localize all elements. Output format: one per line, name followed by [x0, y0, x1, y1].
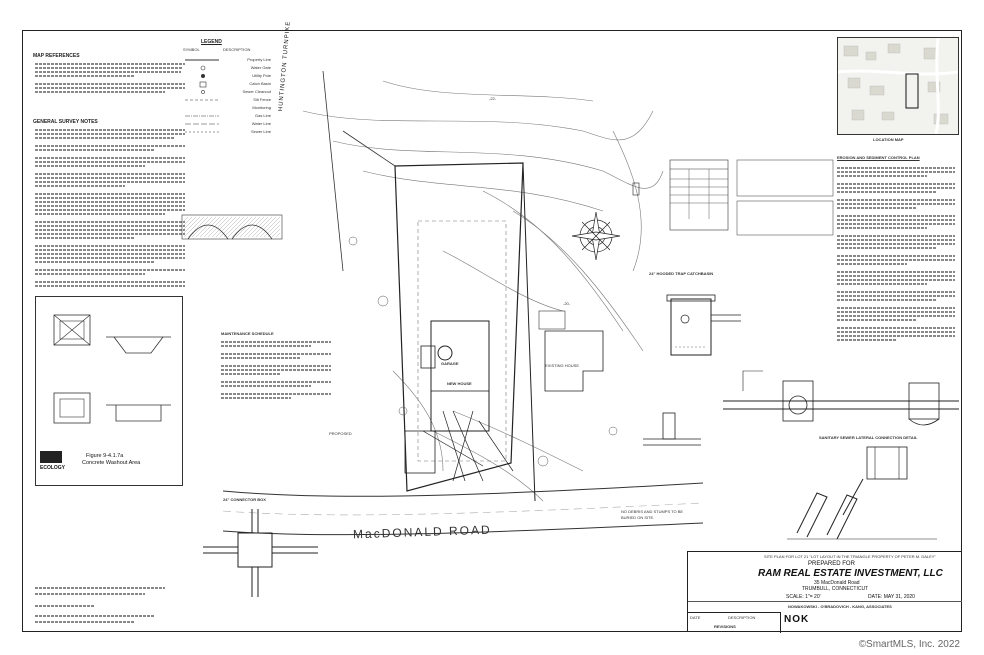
site-plan-sheet: MAP REFERENCES GENERAL SURVEY NOTES: [22, 21, 962, 633]
firm-name: NOWAKOWSKI - O'BRADOVICH - KANG, ASSOCIA…: [788, 604, 892, 609]
revisions-date-col: DATE: [690, 615, 701, 620]
trench-detail: [181, 214, 283, 240]
debris-note-line2: BURIED ON SITE.: [621, 515, 655, 520]
legend-item: Sewer Line: [250, 129, 271, 134]
connector-box-label: 24" CONNECTOR BOX: [223, 497, 266, 502]
debris-note-line1: NO DEBRIS AND STUMPS TO BE: [621, 509, 684, 514]
concrete-washout-figure: ECOLOGY Figure 9-4.1.7a Concrete Washout…: [35, 296, 183, 486]
site-address: 35 MacDonald Road: [814, 580, 860, 586]
erosion-heading: EROSION AND SEDIMENT CONTROL PLAN: [837, 155, 920, 160]
legend-item: Water Gate: [250, 65, 271, 70]
title-block: SITE PLAN FOR LOT 21 "LOT LAYOUT IN THE …: [687, 551, 962, 633]
soil-test-tables: [669, 159, 834, 236]
legend-col-symbol: SYMBOL: [183, 47, 200, 52]
location-map: [837, 37, 959, 135]
copyright-footer: ©SmartMLS, Inc. 2022: [858, 639, 960, 650]
revisions-table: DATE DESCRIPTION REVISIONS: [688, 612, 781, 633]
legend-item: Silt Fence: [253, 97, 271, 102]
connector-box-detail: [203, 509, 318, 597]
catch-basin-detail: [666, 294, 741, 356]
parcel-22-label: -22-: [489, 96, 497, 101]
legend-list: Property Line Water Gate Utility Pole Ca…: [183, 57, 271, 137]
legend-item: Monitoring: [252, 105, 271, 110]
revisions-description-col: DESCRIPTION: [728, 615, 756, 620]
ecology-logo: ECOLOGY: [40, 465, 66, 471]
sewer-lateral-detail: [723, 370, 959, 426]
legend-heading: LEGEND: [201, 39, 222, 45]
site-town: TRUMBULL, CONNECTICUT: [802, 586, 869, 592]
sewer-cleanout-detail: [643, 412, 701, 446]
site-plan-drawing: [222, 71, 703, 536]
figure-caption-2: Concrete Washout Area: [82, 460, 141, 466]
sewer-detail-label: SANITARY SEWER LATERAL CONNECTION DETAIL: [819, 435, 918, 440]
figure-caption-1: Figure 9-4.1.7a: [86, 453, 124, 459]
nok-logo: NOK: [784, 614, 810, 625]
legend-col-description: DESCRIPTION: [223, 47, 251, 52]
title-block-header: SITE PLAN FOR LOT 21 "LOT LAYOUT IN THE …: [764, 554, 936, 559]
silt-fence-detail: [787, 446, 937, 540]
location-map-label: LOCATION MAP: [873, 137, 904, 142]
garage-label: GARAGE: [441, 361, 459, 366]
legend-item: Utility Pole: [252, 73, 271, 78]
legend-item: Property Line: [247, 57, 271, 62]
existing-house-label: EXISTING HOUSE: [545, 363, 580, 368]
proposed-note: PROPOSED: [329, 431, 352, 436]
new-house-label: NEW HOUSE: [447, 381, 472, 386]
parcel-20-label: -20-: [563, 301, 571, 306]
prepared-for: PREPARED FOR: [808, 561, 855, 567]
maintenance-heading: MAINTENANCE SCHEDULE: [221, 331, 274, 336]
revisions-label: REVISIONS: [714, 624, 736, 629]
legend-item: Catch Basin: [249, 81, 271, 86]
scale-label: SCALE: 1"= 20': [786, 594, 821, 600]
date-label: DATE: MAY 31, 2020: [868, 594, 915, 600]
legend-item: Gas Line: [254, 113, 271, 118]
company-name: RAM REAL ESTATE INVESTMENT, LLC: [758, 568, 943, 579]
legend-item: Sewer Cleanout: [242, 89, 271, 94]
legend-symbols: [185, 59, 219, 133]
survey-notes-heading: GENERAL SURVEY NOTES: [33, 119, 98, 125]
legend-item: Water Line: [251, 121, 271, 126]
map-references-heading: MAP REFERENCES: [33, 53, 80, 59]
catch-basin-label: 24" HOODED TRAP CATCHBASIN: [649, 271, 714, 276]
